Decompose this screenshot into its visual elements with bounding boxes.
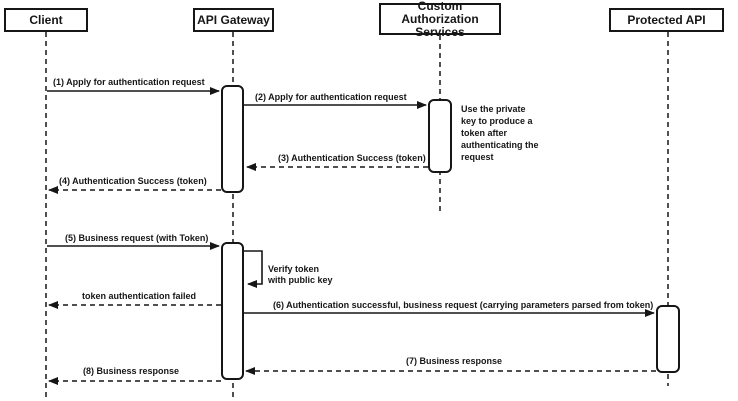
message-label-4: (4) Authentication Success (token) — [59, 176, 207, 186]
participant-protected-api-label: Protected API — [627, 12, 706, 27]
participant-custom-auth: Custom Authorization Services — [379, 0, 501, 38]
message-label-6: (6) Authentication successful, business … — [273, 300, 654, 310]
self-message-label-verify-token: Verify token with public key — [268, 264, 333, 285]
self-message-arrow-verify-token — [244, 250, 263, 288]
activation-protected-api — [656, 305, 680, 373]
participant-client: Client — [4, 8, 88, 32]
message-label-2: (2) Apply for authentication request — [255, 92, 407, 102]
message-label-8: (8) Business response — [83, 366, 180, 376]
message-label-5: (5) Business request (with Token) — [65, 233, 209, 243]
message-label-token-failed: token authentication failed — [82, 291, 197, 301]
activation-api-gateway-auth — [221, 85, 244, 193]
participant-api-gateway-label: API Gateway — [197, 12, 270, 27]
note-private-key: Use the private key to produce a token a… — [461, 104, 539, 162]
message-label-3: (3) Authentication Success (token) — [278, 153, 426, 163]
participant-api-gateway: API Gateway — [193, 8, 274, 32]
message-label-1: (1) Apply for authentication request — [53, 77, 205, 87]
participant-client-label: Client — [29, 12, 63, 27]
activation-api-gateway-business — [221, 242, 244, 380]
activation-custom-auth — [428, 99, 452, 173]
message-label-7: (7) Business response — [406, 356, 503, 366]
participant-custom-auth-label: Custom Authorization Services — [401, 0, 479, 39]
participant-protected-api: Protected API — [609, 8, 724, 32]
